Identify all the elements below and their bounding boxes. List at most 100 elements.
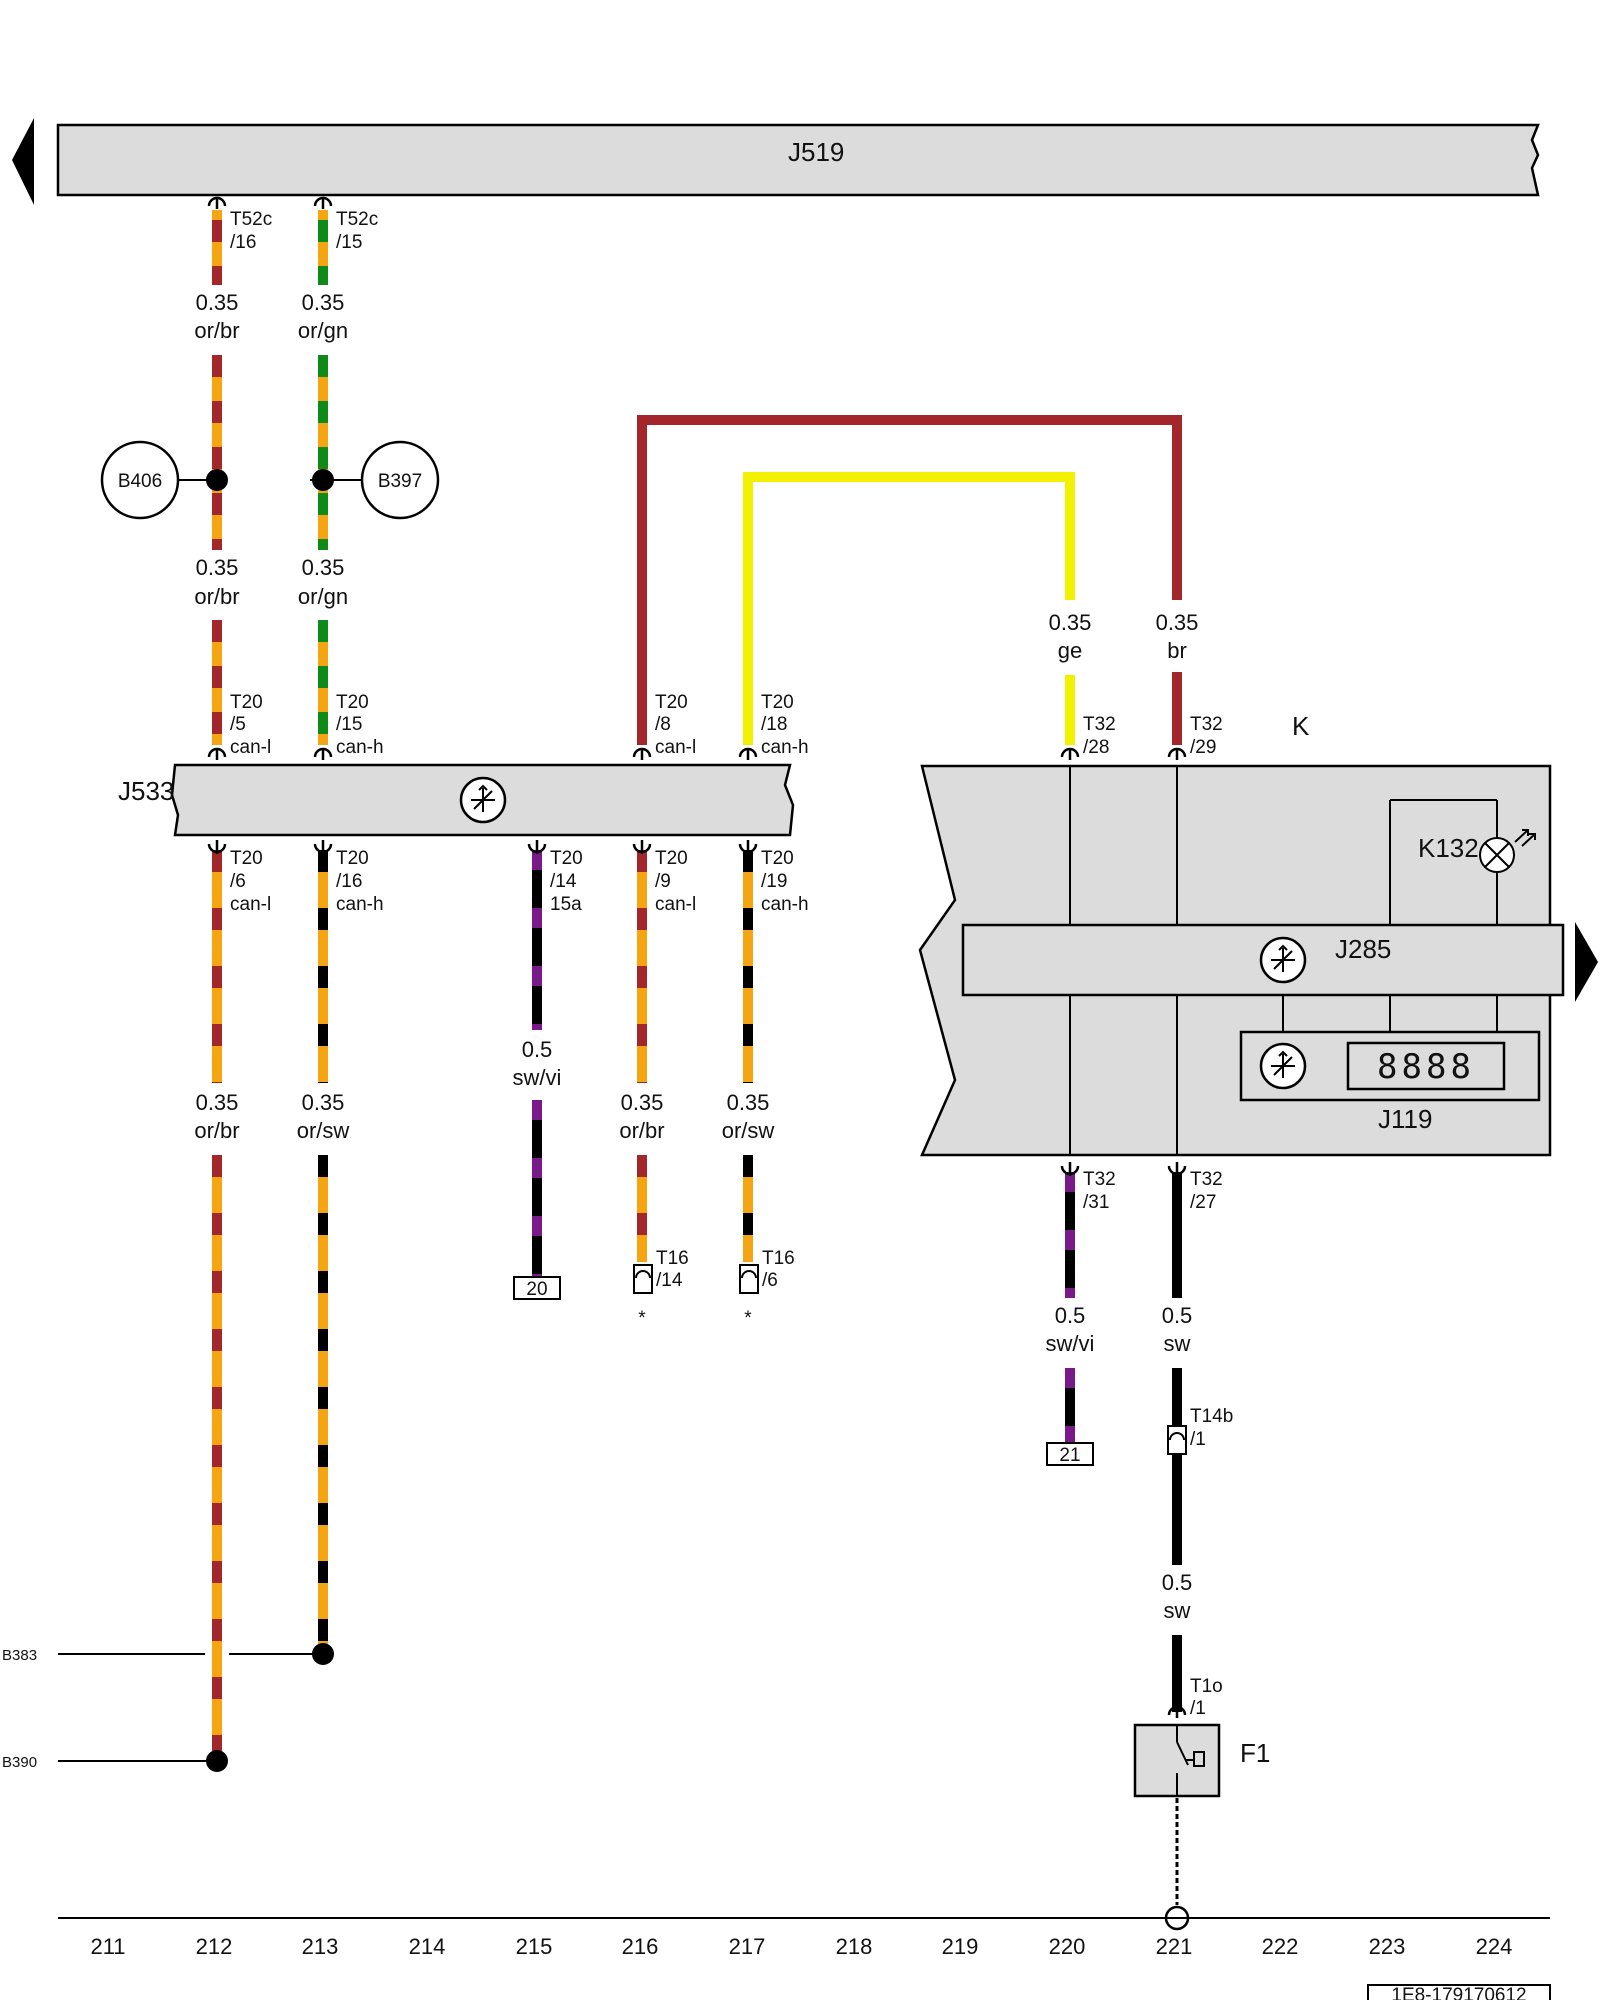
svg-text:21: 21 bbox=[1059, 1445, 1080, 1466]
splice-b397[interactable]: B397 bbox=[310, 440, 440, 520]
svg-text:0.35: 0.35 bbox=[1049, 610, 1092, 635]
svg-text:or/gn: or/gn bbox=[298, 318, 348, 343]
j533-module: J533 bbox=[118, 763, 795, 837]
svg-text:/8: /8 bbox=[655, 714, 671, 735]
wire-label-k31: 0.5 sw/vi bbox=[1046, 1303, 1095, 1356]
axis-label: 218 bbox=[836, 1934, 873, 1959]
svg-text:*: * bbox=[744, 1308, 752, 1329]
k-label: K bbox=[1292, 711, 1310, 741]
t20-16-label: T20 /16 can-h bbox=[336, 848, 384, 915]
svg-text:T16: T16 bbox=[762, 1248, 795, 1269]
svg-text:/16: /16 bbox=[230, 232, 256, 253]
svg-text:/15: /15 bbox=[336, 714, 362, 735]
svg-text:/1: /1 bbox=[1190, 1429, 1206, 1450]
svg-text:T32: T32 bbox=[1190, 714, 1223, 735]
svg-text:/9: /9 bbox=[655, 871, 671, 892]
svg-text:or/br: or/br bbox=[194, 1118, 239, 1143]
svg-text:T32: T32 bbox=[1083, 1169, 1116, 1190]
svg-text:0.35: 0.35 bbox=[302, 290, 345, 315]
b397-label: B397 bbox=[378, 471, 422, 492]
t32-29-label: T32 /29 bbox=[1190, 714, 1223, 758]
t20-15-label: T20 /15 can-h bbox=[336, 692, 384, 758]
wire-label-w7: 0.35 or/sw bbox=[722, 1090, 775, 1143]
svg-text:*: * bbox=[638, 1308, 646, 1329]
wire-label-w5: 0.5 sw/vi bbox=[513, 1037, 562, 1090]
wire-label-k27: 0.5 sw bbox=[1162, 1303, 1193, 1356]
t20-6-label: T20 /6 can-l bbox=[230, 848, 271, 915]
connector-20[interactable]: 20 bbox=[513, 1276, 561, 1300]
wire-label-w6: 0.35 or/br bbox=[619, 1090, 664, 1143]
j119-label: J119 bbox=[1378, 1104, 1432, 1134]
svg-text:0.35: 0.35 bbox=[727, 1090, 770, 1115]
axis-label: 211 bbox=[90, 1934, 125, 1959]
svg-text:T20: T20 bbox=[761, 692, 794, 713]
svg-text:T20: T20 bbox=[336, 848, 369, 869]
svg-text:/15: /15 bbox=[336, 232, 362, 253]
axis-label: 219 bbox=[942, 1934, 979, 1959]
svg-text:or/br: or/br bbox=[194, 318, 239, 343]
splice-b406[interactable]: B406 bbox=[100, 440, 228, 520]
t20-19-label: T20 /19 can-h bbox=[761, 848, 809, 915]
svg-text:T20: T20 bbox=[761, 848, 794, 869]
connector-t16-6[interactable]: T16 /6 * bbox=[739, 1248, 795, 1329]
connector-t14b[interactable]: T14b /1 bbox=[1167, 1406, 1233, 1455]
axis-label: 215 bbox=[516, 1934, 553, 1959]
axis-label: 217 bbox=[729, 1934, 766, 1959]
svg-text:or/br: or/br bbox=[619, 1118, 664, 1143]
svg-text:20: 20 bbox=[526, 1279, 547, 1300]
connector-t16-14[interactable]: T16 /14 * bbox=[633, 1248, 689, 1329]
svg-text:T32: T32 bbox=[1190, 1169, 1223, 1190]
arrow-right-icon bbox=[1575, 922, 1598, 1002]
svg-text:0.35: 0.35 bbox=[196, 290, 239, 315]
svg-text:T20: T20 bbox=[230, 692, 263, 713]
svg-text:0.35: 0.35 bbox=[1156, 610, 1199, 635]
t20-9-label: T20 /9 can-l bbox=[655, 848, 696, 915]
t52c-16-label: T52c /16 bbox=[230, 209, 272, 253]
svg-text:or/sw: or/sw bbox=[722, 1118, 775, 1143]
svg-text:can-h: can-h bbox=[761, 737, 809, 758]
svg-text:/18: /18 bbox=[761, 714, 787, 735]
display-box bbox=[1346, 1041, 1506, 1091]
wire-label-w1-c: 0.35 or/br bbox=[194, 1090, 239, 1143]
t20-18-label: T20 /18 can-h bbox=[761, 692, 809, 758]
svg-text:/6: /6 bbox=[230, 871, 246, 892]
f1-label: F1 bbox=[1240, 1738, 1270, 1768]
ref-b390[interactable]: B390 bbox=[2, 1750, 228, 1772]
svg-text:T20: T20 bbox=[550, 848, 583, 869]
svg-text:can-h: can-h bbox=[761, 894, 809, 915]
svg-text:br: br bbox=[1167, 638, 1187, 663]
svg-text:0.35: 0.35 bbox=[302, 1090, 345, 1115]
svg-text:0.35: 0.35 bbox=[621, 1090, 664, 1115]
connector-21[interactable]: 21 bbox=[1046, 1442, 1094, 1466]
svg-text:/16: /16 bbox=[336, 871, 362, 892]
svg-text:/19: /19 bbox=[761, 871, 787, 892]
t32-28-label: T32 /28 bbox=[1083, 714, 1116, 758]
arrow-left-icon bbox=[12, 118, 34, 205]
svg-text:15a: 15a bbox=[550, 894, 582, 915]
k132-label: K132 bbox=[1418, 833, 1479, 863]
gateway-icon bbox=[1259, 936, 1307, 984]
svg-text:T52c: T52c bbox=[336, 209, 378, 230]
svg-text:T20: T20 bbox=[230, 848, 263, 869]
svg-text:sw/vi: sw/vi bbox=[513, 1065, 562, 1090]
svg-text:or/gn: or/gn bbox=[298, 584, 348, 609]
svg-text:sw/vi: sw/vi bbox=[1046, 1331, 1095, 1356]
k-cluster-module: K K132 J285 8888 J119 bbox=[918, 711, 1598, 1157]
axis-label: 223 bbox=[1369, 1934, 1406, 1959]
j285-label: J285 bbox=[1335, 934, 1391, 964]
svg-text:can-h: can-h bbox=[336, 894, 384, 915]
svg-text:0.5: 0.5 bbox=[522, 1037, 553, 1062]
svg-text:can-h: can-h bbox=[336, 737, 384, 758]
svg-text:sw: sw bbox=[1164, 1331, 1191, 1356]
svg-text:T16: T16 bbox=[656, 1248, 689, 1269]
wire-label-k27b: 0.5 sw bbox=[1162, 1570, 1193, 1623]
axis-label: 216 bbox=[622, 1934, 659, 1959]
doc-id: 1E8-179170612 bbox=[1391, 1985, 1526, 2000]
ref-b383[interactable]: B383 bbox=[2, 1643, 334, 1665]
svg-text:T52c: T52c bbox=[230, 209, 272, 230]
wire-label-w2-a: 0.35 or/gn bbox=[298, 290, 348, 343]
f1-brake-switch[interactable]: F1 bbox=[1133, 1723, 1270, 1798]
svg-text:0.35: 0.35 bbox=[196, 555, 239, 580]
svg-text:/31: /31 bbox=[1083, 1192, 1109, 1213]
